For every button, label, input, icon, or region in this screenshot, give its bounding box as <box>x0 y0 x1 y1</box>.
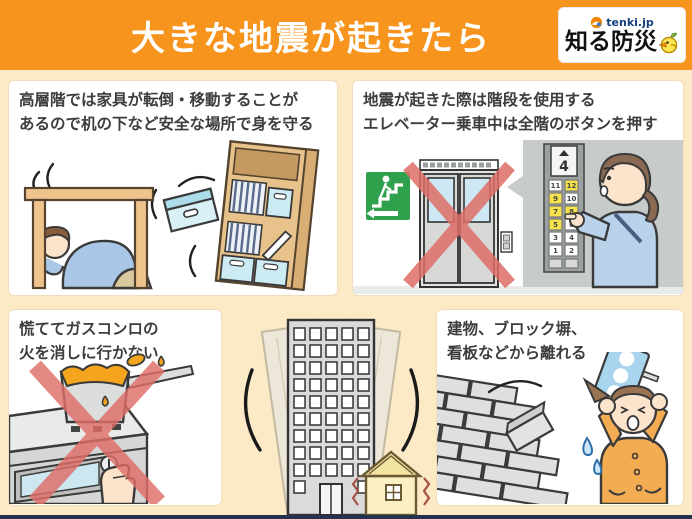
woman-pressing-buttons <box>564 152 660 289</box>
svg-text:12: 12 <box>567 182 577 190</box>
panel-use-stairs-elevator: 地震が起きた際は階段を使用するエレベーター乗車中は全階のボタンを押す 4 <box>352 80 684 296</box>
svg-text:5: 5 <box>553 221 558 229</box>
prohibited-x-icon <box>29 360 165 504</box>
svg-text:3: 3 <box>553 234 558 242</box>
svg-text:9: 9 <box>553 195 558 203</box>
shake-squiggle-icon <box>351 477 360 506</box>
logo-title-text: 知る防災 <box>565 29 657 55</box>
svg-text:1: 1 <box>553 247 558 255</box>
svg-text:4: 4 <box>569 234 574 242</box>
floor-number: 4 <box>559 159 569 175</box>
logo-brand-text: tenki.jp <box>606 16 654 29</box>
svg-text:2: 2 <box>569 247 574 255</box>
shake-squiggle-icon <box>422 477 431 506</box>
header: 大きな地震が起きたら tenki.jp 知る防災 <box>0 0 692 70</box>
tenki-sun-icon <box>591 16 603 29</box>
gas-stove-illustration <box>9 353 195 504</box>
falling-box <box>162 187 220 233</box>
desk-shelter-illustration <box>23 140 320 292</box>
sway-arcs-icon <box>243 368 420 452</box>
sweat-drop-icon <box>593 458 603 476</box>
shaking-house <box>351 450 431 515</box>
panel-shelter-under-desk: 高層階では家具が転倒・移動することがあるので机の下など安全な場所で身を守る <box>8 80 338 296</box>
falling-hazards-illustration <box>437 352 669 504</box>
call-button <box>500 231 513 253</box>
woman-covering-head <box>582 377 669 504</box>
svg-text:7: 7 <box>553 208 558 216</box>
svg-text:8: 8 <box>569 208 574 216</box>
tilting-shelf <box>214 140 320 292</box>
table <box>23 186 155 290</box>
panel-caption: 慌ててガスコンロの火を消しに行かない <box>19 320 159 363</box>
page-title: 大きな地震が起きたら <box>131 18 491 59</box>
panel-gas-stove: 慌ててガスコンロの火を消しに行かない <box>8 309 222 506</box>
exit-stairs-icon <box>366 172 410 220</box>
tenki-logo-badge: tenki.jp 知る防災 <box>558 7 686 63</box>
floor-strip <box>353 286 683 294</box>
scene-pointer <box>507 176 523 198</box>
panel-falling-hazards: 建物、ブロック塀、看板などから離れる <box>436 309 684 506</box>
prohibited-x-icon <box>403 161 515 289</box>
falling-block <box>505 400 555 453</box>
svg-text:10: 10 <box>567 195 577 203</box>
panel-caption: 高層階では家具が転倒・移動することがあるので机の下など安全な場所で身を守る <box>19 91 314 134</box>
svg-text:11: 11 <box>551 182 561 190</box>
panel-caption: 建物、ブロック塀、看板などから離れる <box>447 320 587 363</box>
sweat-drop-icon <box>582 436 593 457</box>
panel-caption: 地震が起きた際は階段を使用するエレベーター乗車中は全階のボタンを押す <box>363 91 658 134</box>
bottom-edge-bar <box>0 515 692 519</box>
building-main <box>286 318 376 515</box>
person-under-desk <box>39 225 153 290</box>
swaying-building-illustration <box>243 318 431 515</box>
chick-mascot-icon <box>659 32 678 53</box>
fall-arc-icon <box>487 380 543 394</box>
